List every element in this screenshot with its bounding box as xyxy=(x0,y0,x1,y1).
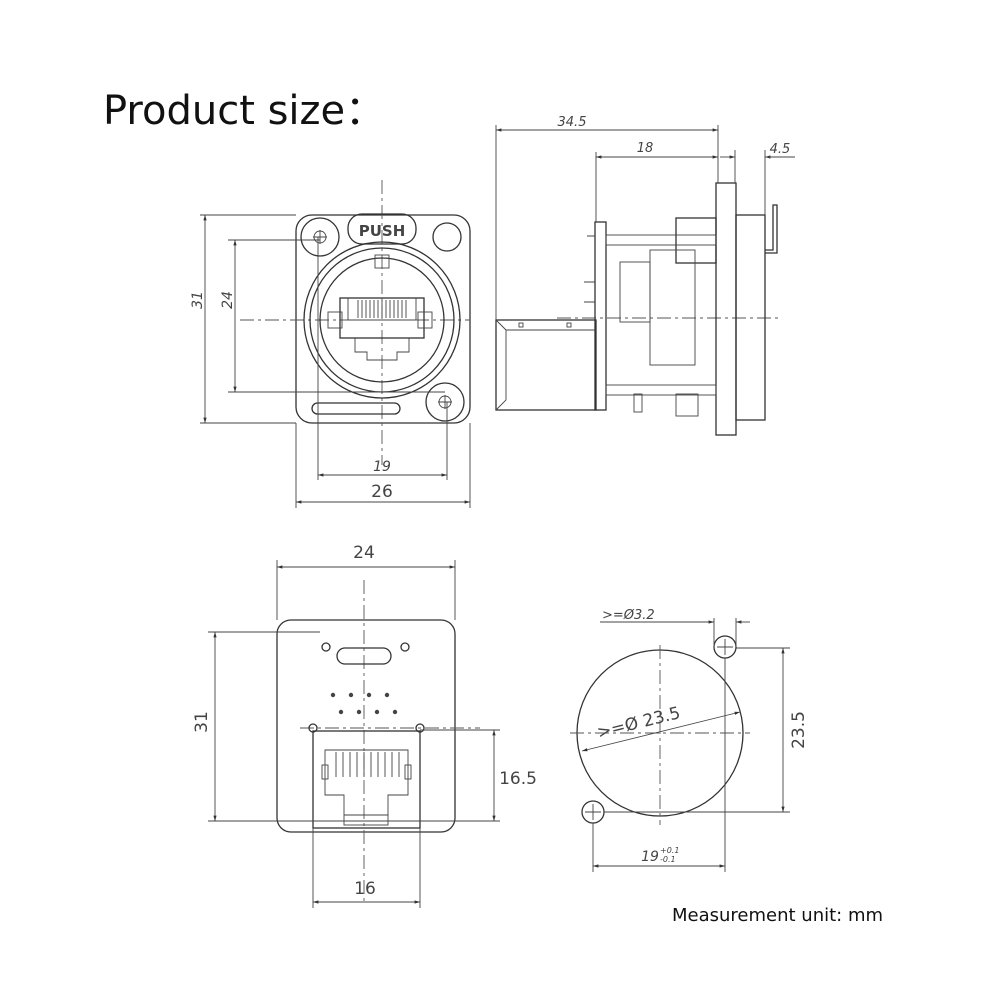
tolerance-minus: -0.1 xyxy=(660,855,676,864)
push-label: PUSH xyxy=(359,222,406,240)
unit-note: Measurement unit: mm xyxy=(672,905,884,926)
dim-hole-spacing-24: 24 xyxy=(220,291,236,309)
front-view: PUSH 31 24 19 xyxy=(190,180,471,508)
dim-rear-width-24: 24 xyxy=(353,543,375,563)
dim-cutout-hole-spacing-v: 23.5 xyxy=(789,711,809,749)
page-title: Product size： xyxy=(103,88,386,134)
dim-height-31: 31 xyxy=(190,291,206,309)
rear-view: 24 31 16.5 16 xyxy=(192,543,537,908)
dim-cutout-hole-spacing-h: 19 xyxy=(641,849,659,865)
dim-total-depth: 34.5 xyxy=(558,115,587,130)
rj45-plug xyxy=(495,319,597,411)
dim-width-26: 26 xyxy=(371,482,393,502)
tolerance-plus: +0.1 xyxy=(660,846,679,855)
dim-rear-height-31: 31 xyxy=(192,711,212,733)
screw-icon xyxy=(425,382,465,422)
dim-hole-diameter: >=Ø3.2 xyxy=(602,608,655,623)
mounting-hole xyxy=(432,222,462,252)
dim-jack-width: 16 xyxy=(354,879,376,899)
dim-hole-spacing-19: 19 xyxy=(373,459,391,475)
side-view: 34.5 18 4.5 xyxy=(495,115,795,436)
screw-icon xyxy=(300,217,340,257)
dim-front-depth: 4.5 xyxy=(770,142,791,157)
dim-jack-height: 16.5 xyxy=(499,769,537,789)
rj45-jack-rear xyxy=(312,730,421,829)
rj45-jack xyxy=(327,297,433,361)
dim-rear-depth: 18 xyxy=(637,141,654,156)
panel-cutout: >=Ø 23.5 >=Ø3.2 23.5 19 +0.1 -0.1 xyxy=(570,608,809,872)
